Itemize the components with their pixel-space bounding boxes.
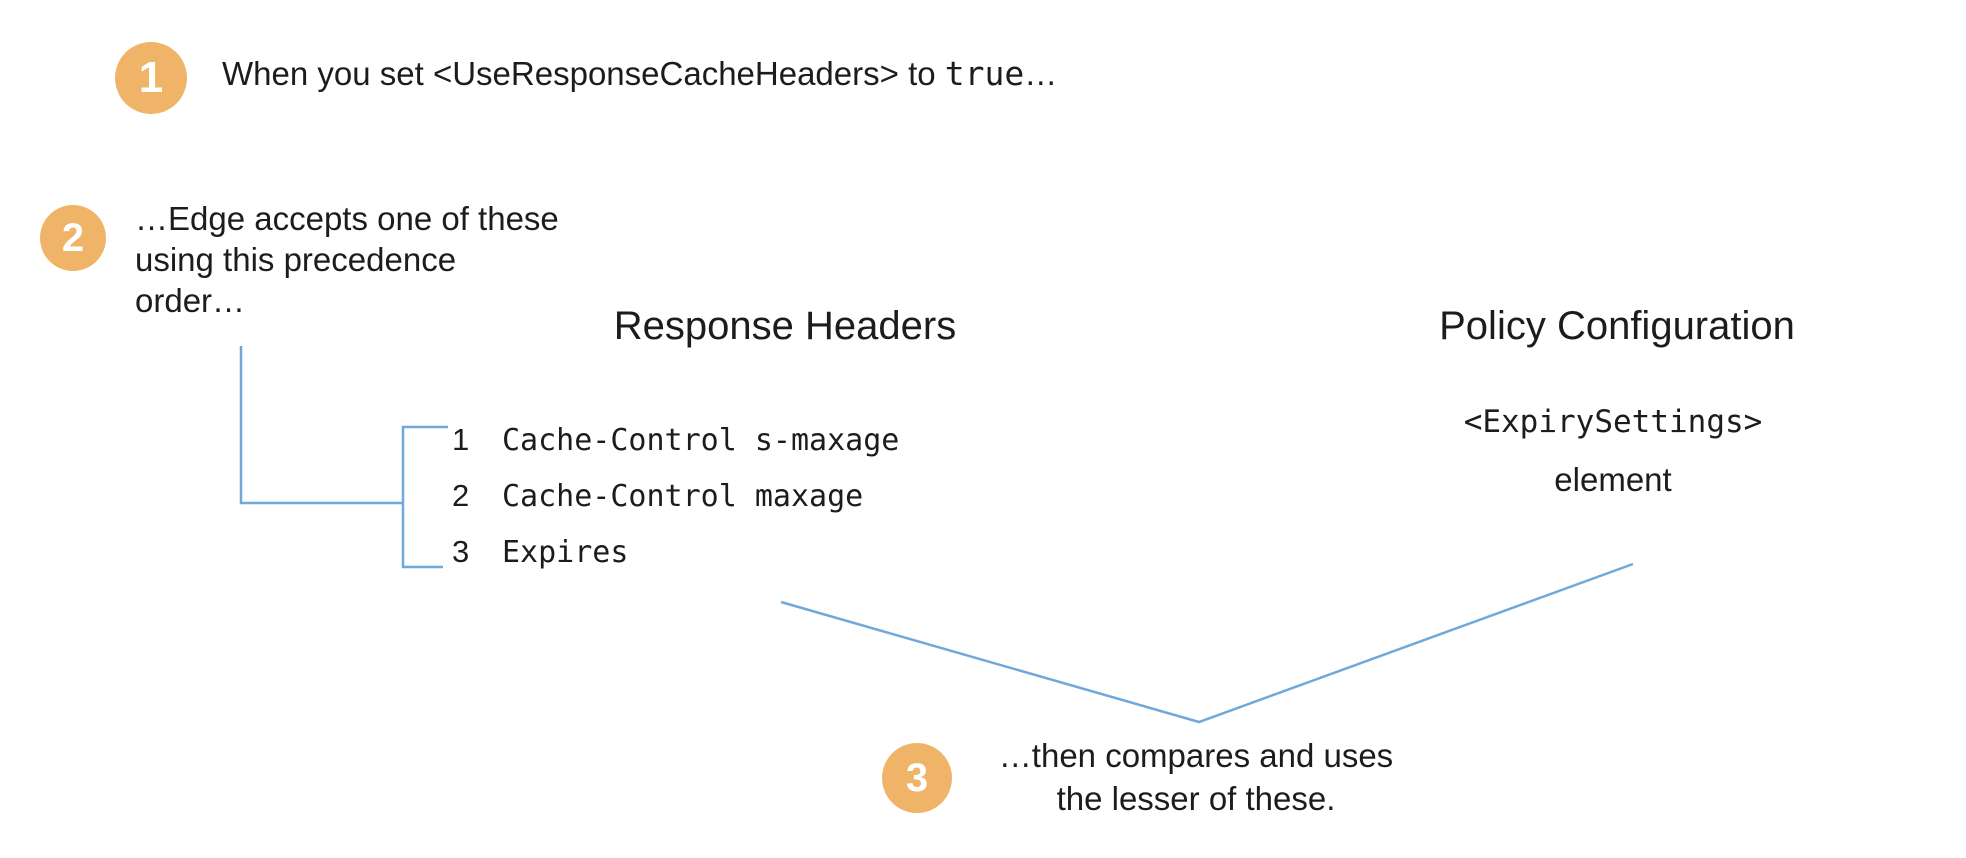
step2-number: 2 bbox=[61, 216, 85, 260]
precedence-bracket bbox=[401, 425, 448, 569]
policy-element-block: <ExpirySettings> element bbox=[1363, 402, 1863, 500]
step1-number: 1 bbox=[138, 53, 164, 102]
expiry-settings-element-caption: element bbox=[1554, 461, 1672, 498]
step3-caption-line: …then compares and uses bbox=[998, 737, 1394, 774]
step1-text-suffix: … bbox=[1024, 55, 1058, 92]
step2-caption-line: …Edge accepts one of these bbox=[135, 200, 559, 237]
step1-text-mid: to bbox=[898, 55, 945, 92]
response-headers-heading: Response Headers bbox=[613, 304, 957, 348]
step3-caption-line: the lesser of these. bbox=[1056, 780, 1336, 817]
step2-caption-line: using this precedence bbox=[135, 241, 457, 278]
list-item-header-name: Cache-Control maxage bbox=[502, 479, 864, 514]
step1-text-prefix: When you set bbox=[222, 55, 433, 92]
list-item: 1 Cache-Control s-maxage bbox=[452, 412, 899, 468]
step2-number-badge: 2 bbox=[40, 205, 106, 271]
step2-caption-line: order… bbox=[135, 282, 246, 319]
step2-caption: …Edge accepts one of these using this pr… bbox=[135, 198, 559, 321]
step1-element-name: <UseResponseCacheHeaders> bbox=[432, 55, 899, 92]
list-item-rank: 1 bbox=[452, 422, 470, 457]
policy-configuration-heading: Policy Configuration bbox=[1439, 304, 1795, 348]
step3-number: 3 bbox=[905, 756, 929, 800]
response-headers-precedence-list: 1 Cache-Control s-maxage 2 Cache-Control… bbox=[452, 412, 899, 580]
list-item: 2 Cache-Control maxage bbox=[452, 468, 899, 524]
step3-caption: …then compares and uses the lesser of th… bbox=[946, 734, 1446, 820]
step1-number-badge: 1 bbox=[115, 42, 187, 114]
list-item-rank: 2 bbox=[452, 478, 470, 513]
compare-v-line bbox=[780, 562, 1634, 724]
step1-caption: When you set <UseResponseCacheHeaders> t… bbox=[222, 52, 1057, 96]
list-item: 3 Expires bbox=[452, 524, 899, 580]
step3-number-badge: 3 bbox=[882, 743, 952, 813]
step2-connector-line bbox=[239, 346, 402, 505]
step1-code-value: true bbox=[944, 54, 1025, 93]
list-item-header-name: Cache-Control s-maxage bbox=[502, 423, 900, 458]
list-item-header-name: Expires bbox=[502, 535, 629, 570]
list-item-rank: 3 bbox=[452, 534, 470, 569]
expiry-settings-element-code: <ExpirySettings> bbox=[1463, 404, 1763, 440]
